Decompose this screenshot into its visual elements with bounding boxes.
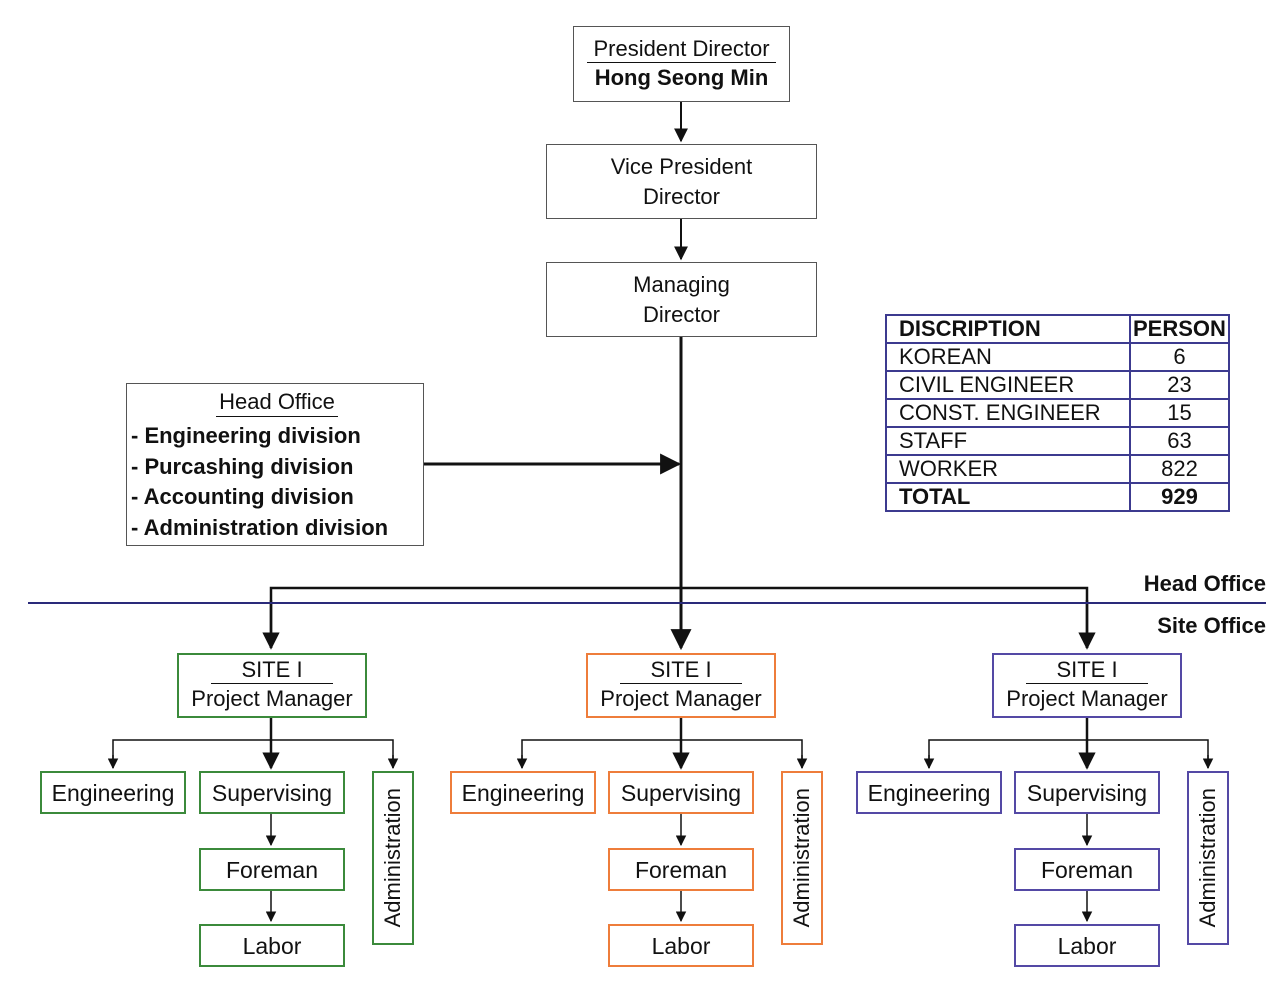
site3-foreman-box: Foreman: [1014, 848, 1160, 891]
table-row: WORKER 822: [885, 454, 1230, 484]
head-office-title: Head Office: [216, 388, 338, 417]
vp-line2: Director: [642, 183, 720, 209]
table-row: STAFF 63: [885, 426, 1230, 456]
site-office-label: Site Office: [1157, 613, 1266, 638]
site3-supervising-box: Supervising: [1014, 771, 1160, 814]
total-desc: TOTAL: [885, 482, 1131, 512]
site1-labor-box: Labor: [199, 924, 345, 967]
site3-title: SITE I: [1026, 657, 1148, 684]
site3-role: Project Manager: [1006, 686, 1168, 711]
table-row: CIVIL ENGINEER 23: [885, 370, 1230, 400]
division-item: - Engineering division: [131, 423, 361, 448]
site1-pm-box: SITE I Project Manager: [177, 653, 367, 718]
president-name: Hong Seong Min: [594, 64, 769, 90]
md-line1: Managing: [633, 271, 730, 297]
site1-foreman-box: Foreman: [199, 848, 345, 891]
site2-foreman-box: Foreman: [608, 848, 754, 891]
president-director-box: President Director Hong Seong Min: [573, 26, 790, 102]
president-title: President Director: [587, 36, 776, 63]
table-row: KOREAN 6: [885, 342, 1230, 372]
row-desc: STAFF: [885, 426, 1131, 456]
site3-administration-label: Administration: [1195, 788, 1220, 928]
site3-branches: [923, 718, 1214, 923]
vice-president-box: Vice President Director: [546, 144, 817, 219]
personnel-table: DISCRIPTION PERSON KOREAN 6 CIVIL ENGINE…: [885, 314, 1230, 512]
site2-role: Project Manager: [600, 686, 762, 711]
site-distribution-line: [269, 586, 1089, 648]
row-desc: WORKER: [885, 454, 1131, 484]
division-item: - Purcashing division: [131, 453, 354, 479]
header-description: DISCRIPTION: [885, 314, 1131, 344]
site1-title: SITE I: [211, 657, 333, 684]
vp-line1: Vice President: [610, 153, 753, 179]
row-count: 63: [1129, 426, 1230, 456]
division-item: - Accounting division: [131, 484, 354, 509]
table-total-row: TOTAL 929: [885, 482, 1230, 512]
row-count: 822: [1129, 454, 1230, 484]
total-count: 929: [1129, 482, 1230, 512]
site2-pm-box: SITE I Project Manager: [586, 653, 776, 718]
site1-role: Project Manager: [191, 686, 353, 711]
site2-administration-box: Administration: [781, 771, 823, 945]
site3-engineering-box: Engineering: [856, 771, 1002, 814]
md-line2: Director: [642, 301, 720, 327]
managing-director-box: Managing Director: [546, 262, 817, 337]
site2-engineering-box: Engineering: [450, 771, 596, 814]
site2-labor-box: Labor: [608, 924, 754, 967]
site2-supervising-box: Supervising: [608, 771, 754, 814]
table-row: CONST. ENGINEER 15: [885, 398, 1230, 428]
row-desc: CONST. ENGINEER: [885, 398, 1131, 428]
site2-administration-label: Administration: [789, 788, 814, 928]
row-count: 15: [1129, 398, 1230, 428]
site1-supervising-box: Supervising: [199, 771, 345, 814]
row-desc: KOREAN: [885, 342, 1131, 372]
row-desc: CIVIL ENGINEER: [885, 370, 1131, 400]
head-office-box: Head Office - Engineering division - Pur…: [126, 383, 424, 546]
site3-administration-box: Administration: [1187, 771, 1229, 945]
site3-pm-box: SITE I Project Manager: [992, 653, 1182, 718]
division-item: - Administration division: [131, 514, 389, 540]
table-header-row: DISCRIPTION PERSON: [885, 314, 1230, 344]
header-person: PERSON: [1129, 314, 1230, 344]
site1-administration-box: Administration: [372, 771, 414, 945]
site2-title: SITE I: [620, 657, 742, 684]
site2-branches: [516, 718, 808, 923]
site1-engineering-box: Engineering: [40, 771, 186, 814]
site1-administration-label: Administration: [380, 788, 405, 928]
row-count: 6: [1129, 342, 1230, 372]
site1-branches: [107, 718, 399, 923]
row-count: 23: [1129, 370, 1230, 400]
site3-labor-box: Labor: [1014, 924, 1160, 967]
head-office-label: Head Office: [1143, 571, 1266, 596]
